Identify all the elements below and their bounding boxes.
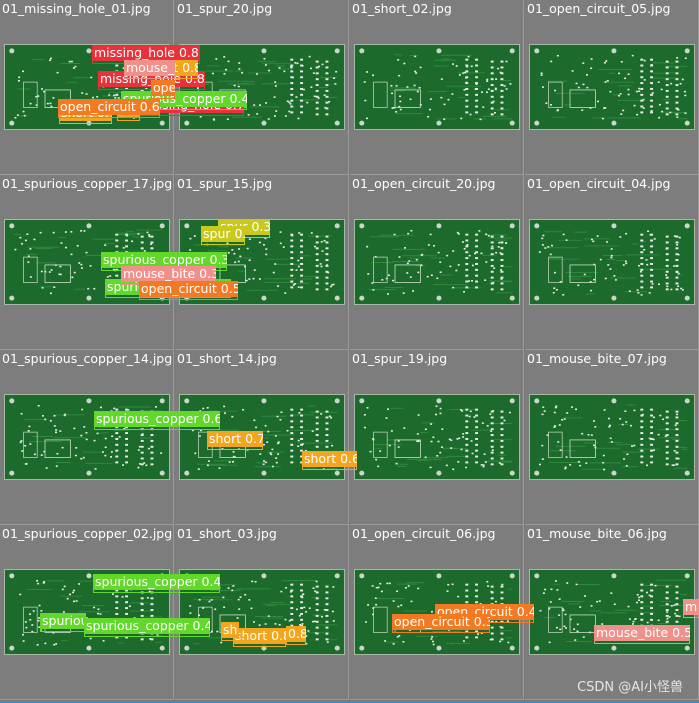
detection-box: [207, 446, 263, 450]
pcb-board-image: [529, 394, 695, 480]
image-filename: 01_mouse_bite_06.jpg: [527, 526, 667, 541]
detection-box: [302, 466, 357, 470]
detection-label: 0.8: [286, 626, 306, 641]
image-filename: 01_spurious_copper_17.jpg: [2, 176, 173, 191]
detection-label: ope: [151, 80, 175, 95]
detection-box: [58, 114, 160, 118]
pcb-board-image: [354, 394, 520, 480]
image-filename: 01_mouse_bite_07.jpg: [527, 351, 667, 366]
image-filename: 01_open_circuit_05.jpg: [527, 1, 671, 16]
image-filename: 01_open_circuit_04.jpg: [527, 176, 671, 191]
image-filename: 01_spur_20.jpg: [177, 1, 273, 16]
pcb-board-image: [529, 219, 695, 305]
detection-label: missing_hole 0.8: [92, 45, 200, 60]
detection-label: spur 0.3: [201, 226, 245, 241]
image-filename: 01_spur_15.jpg: [177, 176, 273, 191]
detection-label: sh: [221, 622, 240, 637]
detection-label: mouse_: [124, 60, 175, 75]
detection-label: spurious_copper 0.3: [101, 252, 227, 267]
detection-box: [286, 641, 306, 645]
result-cell: 01_short_02.jpg: [350, 0, 524, 175]
detection-label: short 0.8: [233, 628, 286, 643]
image-filename: 01_short_03.jpg: [177, 526, 277, 541]
detection-label: mouse_bite 0.5: [594, 625, 690, 640]
image-filename: 01_missing_hole_01.jpg: [2, 1, 151, 16]
pcb-board-image: [4, 394, 170, 480]
result-cell: 01_open_circuit_04.jpg: [525, 175, 699, 350]
result-cell: 01_spurious_copper_14.jpg: [0, 350, 174, 525]
result-cell: 01_missing_hole_01.jpg: [0, 0, 174, 175]
pcb-board-image: [529, 44, 695, 130]
detection-box: [683, 614, 699, 618]
detection-label: spuriou: [40, 613, 86, 628]
result-cell: 01_spurious_copper_02.jpg: [0, 525, 174, 700]
detection-label: spurious_copper 0.4: [93, 574, 220, 589]
image-filename: 01_spurious_copper_14.jpg: [2, 351, 173, 366]
result-cell: 01_spur_20.jpg: [175, 0, 349, 175]
detection-box: [94, 426, 220, 430]
bottom-bar: [0, 701, 699, 703]
detection-label: spurious_copper 0.6: [94, 411, 220, 426]
result-cell: 01_open_circuit_20.jpg: [350, 175, 524, 350]
detection-box: [84, 633, 210, 637]
detection-box: [233, 643, 286, 647]
image-filename: 01_open_circuit_06.jpg: [352, 526, 496, 541]
detection-box: [594, 640, 690, 644]
image-filename: 01_open_circuit_20.jpg: [352, 176, 496, 191]
detection-label: mouse_bite 0.3: [121, 266, 216, 281]
watermark: CSDN @AI小怪兽: [577, 680, 683, 695]
pcb-board-image: [354, 219, 520, 305]
image-filename: 01_spur_19.jpg: [352, 351, 448, 366]
image-filename: 01_spurious_copper_02.jpg: [2, 526, 173, 541]
detection-label: m: [683, 599, 699, 614]
detection-box: [139, 296, 238, 300]
detection-label: open_circuit 0.3: [392, 614, 490, 629]
detection-box: [59, 120, 112, 124]
detection-box: [201, 241, 245, 245]
image-filename: 01_short_02.jpg: [352, 1, 452, 16]
detection-label: short 0.6: [302, 451, 357, 466]
result-cell: 01_spur_19.jpg: [350, 350, 524, 525]
pcb-board-image: [354, 44, 520, 130]
detection-box: [392, 629, 490, 633]
detection-label: open_circuit 0.5: [139, 281, 238, 296]
pcb-board-image: [179, 44, 345, 130]
image-filename: 01_short_14.jpg: [177, 351, 277, 366]
detection-box: [221, 637, 246, 641]
detection-label: short 0.7: [207, 431, 263, 446]
detection-label: spurious_copper 0.4: [84, 618, 210, 633]
detection-box: [151, 95, 175, 99]
detection-box: [40, 628, 86, 632]
detection-box: [93, 589, 220, 593]
detection-box: [124, 75, 175, 79]
result-cell: 01_mouse_bite_06.jpg: [525, 525, 699, 700]
result-cell: 01_short_03.jpg: [175, 525, 349, 700]
result-cell: 01_open_circuit_05.jpg: [525, 0, 699, 175]
detection-label: open_circuit 0.6: [58, 99, 160, 114]
result-cell: 01_mouse_bite_07.jpg: [525, 350, 699, 525]
